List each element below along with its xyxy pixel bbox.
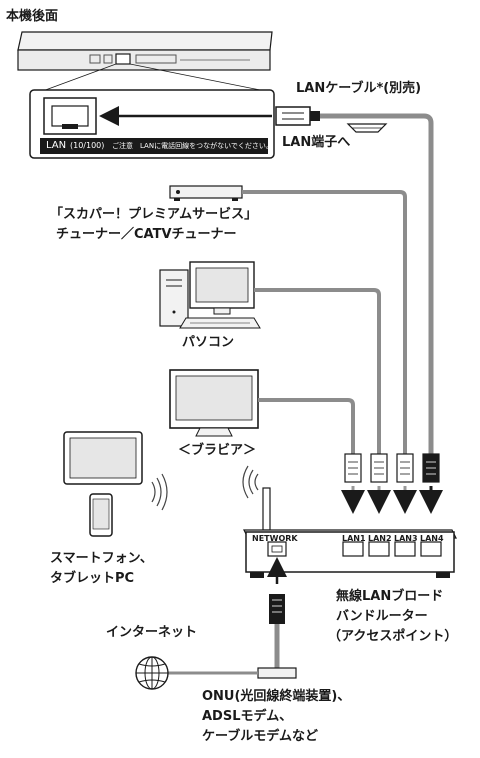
- recorder-rear-panel: [17, 31, 273, 71]
- tablet-device: [63, 431, 143, 485]
- wifi-waves-devices-icon: [151, 473, 168, 511]
- plug-lan2: [370, 453, 388, 483]
- plug-network: [269, 594, 285, 624]
- lan-port-speed: (10/100): [70, 141, 105, 150]
- cable-tv: [258, 398, 355, 454]
- tuner-device: [169, 185, 243, 201]
- lan-plug-recorder: [275, 106, 320, 126]
- router-plugs: [344, 453, 440, 483]
- flat-cable-icon: [346, 123, 388, 133]
- router-antenna: [262, 487, 271, 531]
- tuner-label-line1: 「スカパー！プレミアムサービス」: [50, 207, 258, 222]
- lan-port-label-bar: [40, 138, 268, 154]
- smartphone-label-line2: タブレットPC: [50, 571, 135, 586]
- lan-port-label: LAN: [46, 140, 67, 151]
- router-label-line3: （アクセスポイント）: [328, 629, 458, 644]
- plug-lan4: [422, 453, 440, 483]
- router-lan4-label: LAN4: [420, 534, 444, 543]
- tuner-label-line2: チューナー／CATVチューナー: [56, 227, 237, 242]
- pc-device: [159, 261, 261, 329]
- callout-line-left: [39, 63, 117, 93]
- router-lan4-port: [420, 541, 442, 557]
- lan-port-zoomed: [43, 97, 97, 135]
- globe-icon: [135, 656, 169, 690]
- plug-lan3: [396, 453, 414, 483]
- router-network-port: [267, 541, 287, 557]
- smartphone-device: [89, 493, 113, 537]
- pc-label: パソコン: [182, 335, 235, 350]
- router-network-port-label: NETWORK: [252, 534, 298, 543]
- internet-label: インターネット: [106, 625, 198, 640]
- router-label-line2: バンドルーター: [336, 609, 428, 624]
- tv-device: [169, 369, 259, 437]
- tv-label: ＜ブラビア＞: [178, 443, 257, 458]
- onu-label-line1: ONU(光回線終端装置)、: [202, 689, 351, 704]
- lan-terminal-label: LAN端子へ: [282, 135, 351, 150]
- smartphone-label-line1: スマートフォン、: [50, 551, 153, 566]
- onu-label-line2: ADSLモデム、: [202, 709, 293, 724]
- lan-cable-label: LANケーブル*(別売): [296, 81, 422, 96]
- wifi-waves-router-icon: [242, 465, 259, 499]
- onu-device: [257, 667, 297, 679]
- router-lan2-port: [368, 541, 390, 557]
- router-lan3-label: LAN3: [394, 534, 418, 543]
- lan-port-caution: ご注意 LANに電話回線をつながないでください。: [112, 142, 273, 150]
- router-lan1-label: LAN1: [342, 534, 366, 543]
- onu-label-line3: ケーブルモデムなど: [202, 729, 318, 744]
- router-device: [243, 529, 457, 578]
- rear-panel-label: 本機後面: [6, 9, 59, 24]
- lan-port-callout: [29, 89, 275, 159]
- plug-arrows: [341, 486, 443, 514]
- router-lan2-label: LAN2: [368, 534, 392, 543]
- callout-line-right: [129, 63, 271, 93]
- router-label-line1: 無線LANブロード: [336, 589, 444, 604]
- router-lan1-port: [342, 541, 364, 557]
- cable-tuner: [242, 190, 407, 454]
- router-lan3-port: [394, 541, 416, 557]
- cable-recorder: [320, 113, 434, 454]
- cable-pc: [254, 288, 381, 454]
- recorder-lan-port-small: [115, 53, 131, 65]
- plug-lan1: [344, 453, 362, 483]
